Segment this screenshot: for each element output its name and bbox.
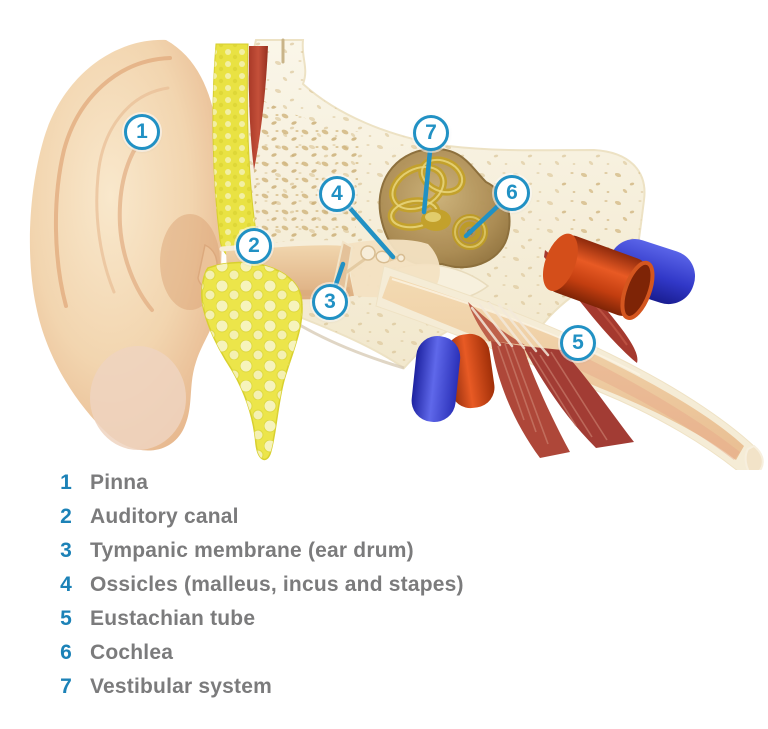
marker-5: 5 (560, 325, 596, 361)
legend-number: 1 (60, 471, 72, 494)
legend-label: Vestibular system (90, 675, 272, 698)
marker-4: 4 (319, 176, 355, 212)
legend-number: 5 (60, 607, 72, 630)
marker-2: 2 (236, 228, 272, 264)
legend-label: Auditory canal (90, 505, 239, 528)
legend-item: 4 Ossicles (malleus, incus and stapes) (52, 568, 464, 602)
leader-lines (332, 148, 502, 290)
marker-6: 6 (494, 175, 530, 211)
marker-3: 3 (312, 284, 348, 320)
muscle-fan (468, 301, 634, 458)
marker-1: 1 (124, 114, 160, 150)
legend: 1 Pinna 2 Auditory canal 3 Tympanic memb… (52, 466, 464, 704)
legend-number: 2 (60, 505, 72, 528)
legend-number: 3 (60, 539, 72, 562)
gland-shape (201, 261, 303, 461)
pinna-shape (29, 39, 223, 451)
legend-label: Tympanic membrane (ear drum) (90, 539, 414, 562)
legend-number: 6 (60, 641, 72, 664)
legend-item: 5 Eustachian tube (52, 602, 464, 636)
muscle-strip (248, 46, 268, 170)
legend-item: 2 Auditory canal (52, 500, 464, 534)
blood-vessels (411, 233, 696, 422)
legend-item: 7 Vestibular system (52, 670, 464, 704)
legend-label: Pinna (90, 471, 149, 494)
marker-7: 7 (413, 115, 449, 151)
legend-label: Eustachian tube (90, 607, 256, 630)
legend-number: 7 (60, 675, 72, 698)
legend-label: Cochlea (90, 641, 174, 664)
vestibular-canals (387, 156, 466, 231)
legend-item: 3 Tympanic membrane (ear drum) (52, 534, 464, 568)
legend-label: Ossicles (malleus, incus and stapes) (90, 573, 464, 596)
legend-item: 1 Pinna (52, 466, 464, 500)
ear-illustration (29, 38, 764, 470)
legend-number: 4 (60, 573, 72, 596)
legend-item: 6 Cochlea (52, 636, 464, 670)
